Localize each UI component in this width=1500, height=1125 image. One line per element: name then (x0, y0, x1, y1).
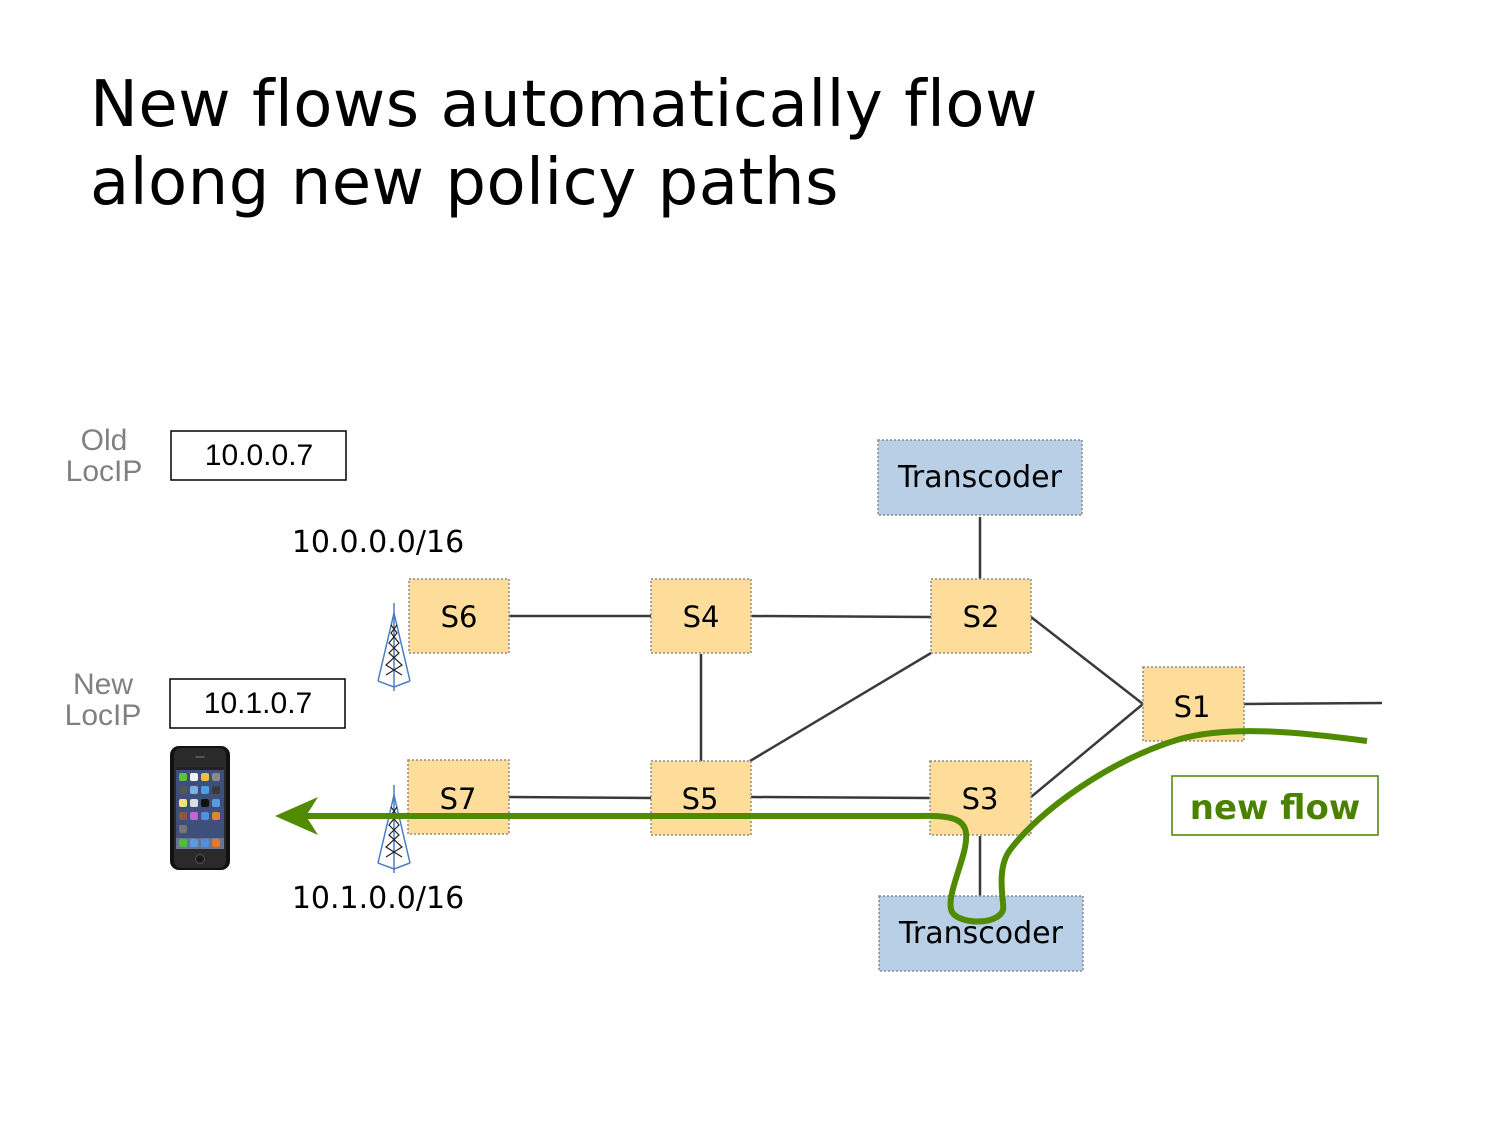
link-s1-external (1243, 701, 1383, 706)
old-locip: Old LocIP 10.0.0.7 (66, 424, 347, 488)
transcoder-bottom: Transcoder (878, 895, 1084, 972)
link-s5-s2 (749, 651, 932, 763)
switch-s4: S4 (650, 578, 752, 654)
new-locip-value: 10.1.0.7 (204, 687, 312, 720)
switch-s6-label: S6 (441, 600, 478, 634)
old-locip-box (170, 430, 347, 481)
smartphone-icon (170, 746, 230, 870)
switch-s5-label: S5 (682, 782, 719, 816)
transcoder-top-label: Transcoder (897, 460, 1063, 495)
cell-tower-icon (377, 603, 411, 691)
new-locip-label-line-2: LocIP (65, 699, 142, 732)
link-s2-s1 (1030, 616, 1144, 705)
switch-s2-label: S2 (963, 600, 1000, 634)
new-flow-line (305, 728, 1368, 925)
links (508, 517, 1383, 896)
flow-arrowhead (275, 797, 318, 835)
switch-s1: S1 (1142, 666, 1245, 742)
new-locip-label-line-1: New (73, 668, 133, 701)
link-s5-s3 (750, 795, 932, 800)
new-flow-label: new flow (1190, 788, 1360, 828)
prefix-label-bottom: 10.1.0.0/16 (292, 881, 464, 916)
old-locip-value: 10.0.0.7 (205, 439, 313, 472)
new-flow-path (275, 728, 1368, 925)
slide-title-line-1: New flows automatically flow (90, 68, 1038, 142)
switch-s2: S2 (930, 578, 1032, 654)
switch-s3: S3 (929, 760, 1032, 836)
transcoder-top: Transcoder (877, 439, 1083, 516)
switch-s7-label: S7 (440, 782, 477, 816)
switch-s7: S7 (407, 759, 510, 835)
old-locip-label-line-2: LocIP (66, 455, 143, 488)
new-locip: New LocIP 10.1.0.7 (65, 668, 346, 732)
switch-s3-label: S3 (962, 782, 999, 816)
switch-s1-label: S1 (1174, 690, 1211, 724)
link-s4-s2 (750, 614, 932, 619)
switch-s6: S6 (408, 578, 510, 654)
link-s7-s5 (508, 795, 652, 800)
new-flow-label-box: new flow (1171, 775, 1379, 836)
switch-s4-label: S4 (683, 600, 720, 634)
new-locip-box (169, 678, 346, 729)
prefix-label-top: 10.0.0.0/16 (292, 525, 464, 560)
slide-title-line-2: along new policy paths (90, 146, 839, 220)
slide-title: New flows automatically flow along new p… (90, 66, 1038, 222)
cell-tower-icon (377, 785, 411, 873)
switch-s5: S5 (650, 760, 752, 836)
link-s3-s1 (1030, 703, 1144, 798)
old-locip-label-line-1: Old (81, 424, 128, 457)
